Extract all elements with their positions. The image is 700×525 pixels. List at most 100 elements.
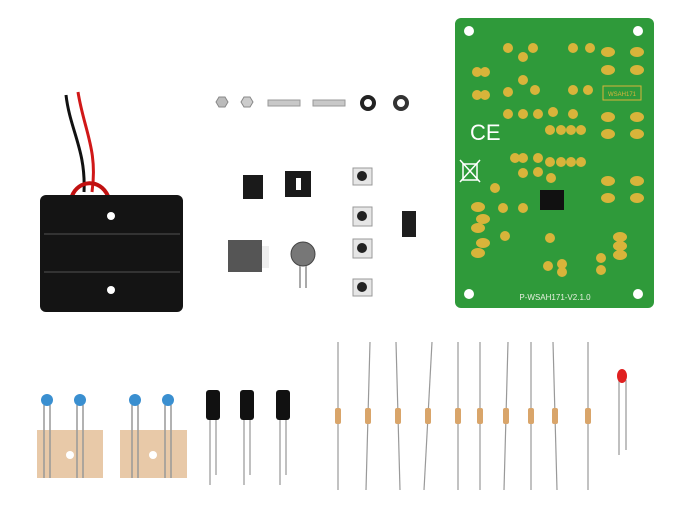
solder-pad	[557, 267, 567, 277]
slide-switch	[402, 211, 416, 237]
solder-pad	[498, 203, 508, 213]
pcb-version-label: P-WSAH171-V2.1.0	[519, 293, 591, 302]
solder-pad	[630, 129, 644, 139]
solder-pad	[613, 241, 627, 251]
solder-pad	[596, 265, 606, 275]
solder-pad	[630, 47, 644, 57]
solder-pad	[480, 67, 490, 77]
ceramic-capacitor	[41, 394, 53, 406]
ic-chip	[243, 175, 263, 199]
solder-pad	[613, 250, 627, 260]
ceramic-capacitor	[129, 394, 141, 406]
solder-pad	[601, 176, 615, 186]
solder-pad	[630, 176, 644, 186]
nut	[215, 96, 229, 108]
resistor	[395, 408, 401, 424]
solder-pad	[601, 193, 615, 203]
solder-pad	[557, 259, 567, 269]
solder-pad	[533, 167, 543, 177]
solder-pad	[596, 253, 606, 263]
solder-pad	[503, 87, 513, 97]
solder-pad	[490, 183, 500, 193]
solder-pad	[471, 202, 485, 212]
solder-pad	[546, 173, 556, 183]
weee-icon	[459, 159, 481, 183]
pcb-ic	[540, 190, 564, 210]
washer	[393, 95, 409, 111]
solder-pad	[576, 157, 586, 167]
electrolytic-capacitor	[206, 390, 220, 420]
solder-pad	[630, 193, 644, 203]
battery-holder	[40, 91, 183, 312]
solder-pad	[528, 43, 538, 53]
solder-pad	[568, 85, 578, 95]
resistor	[335, 408, 341, 424]
washer	[360, 95, 376, 111]
solder-pad	[518, 153, 528, 163]
screw	[312, 99, 346, 107]
solder-pad	[601, 65, 615, 75]
resistor	[552, 408, 558, 424]
pcb-board: WSAH171 CE P-WSAH171-V2.1.0	[455, 18, 654, 308]
resistor	[528, 408, 534, 424]
pcb-silk-label: WSAH171	[608, 92, 637, 98]
solder-pad	[576, 125, 586, 135]
solder-pad	[503, 43, 513, 53]
electrolytic-capacitor	[276, 390, 290, 420]
solder-pad	[471, 248, 485, 258]
solder-pad	[601, 47, 615, 57]
solder-pad	[530, 85, 540, 95]
resistor	[425, 408, 431, 424]
ceramic-capacitors	[37, 394, 187, 478]
solder-pad	[518, 168, 528, 178]
solder-pad	[543, 261, 553, 271]
black-wire	[64, 94, 86, 193]
ceramic-capacitor	[162, 394, 174, 406]
solder-pad	[476, 214, 490, 224]
solder-pad	[476, 238, 490, 248]
red-led	[617, 369, 627, 455]
audio-jack	[228, 240, 262, 272]
solder-pad	[518, 75, 528, 85]
resistor	[585, 408, 591, 424]
solder-pad	[518, 203, 528, 213]
solder-pad	[480, 90, 490, 100]
solder-pad	[601, 112, 615, 122]
solder-pad	[472, 90, 482, 100]
solder-pad	[566, 125, 576, 135]
resistor	[477, 408, 483, 424]
solder-pad	[556, 157, 566, 167]
resistor	[365, 408, 371, 424]
solder-pad	[630, 65, 644, 75]
solder-pad	[613, 232, 627, 242]
solder-pad	[583, 85, 593, 95]
solder-pad	[585, 43, 595, 53]
solder-pad	[566, 157, 576, 167]
solder-pad	[556, 125, 566, 135]
solder-pad	[500, 231, 510, 241]
microphone	[290, 241, 316, 267]
solder-pad	[503, 109, 513, 119]
solder-pad	[533, 109, 543, 119]
red-wire	[76, 91, 95, 193]
solder-pad	[510, 153, 520, 163]
hardware-parts	[215, 95, 409, 111]
solder-pad	[545, 157, 555, 167]
solder-pad	[601, 129, 615, 139]
solder-pad	[545, 233, 555, 243]
solder-pad	[568, 109, 578, 119]
solder-pad	[533, 153, 543, 163]
solder-pad	[630, 112, 644, 122]
ceramic-capacitor	[74, 394, 86, 406]
solder-pad	[518, 109, 528, 119]
resistor	[455, 408, 461, 424]
solder-pad	[545, 125, 555, 135]
electrolytic-capacitors	[206, 390, 290, 485]
solder-pad	[568, 43, 578, 53]
screw	[267, 99, 301, 107]
resistors	[335, 341, 591, 491]
solder-pad	[471, 223, 485, 233]
nut	[240, 96, 254, 108]
